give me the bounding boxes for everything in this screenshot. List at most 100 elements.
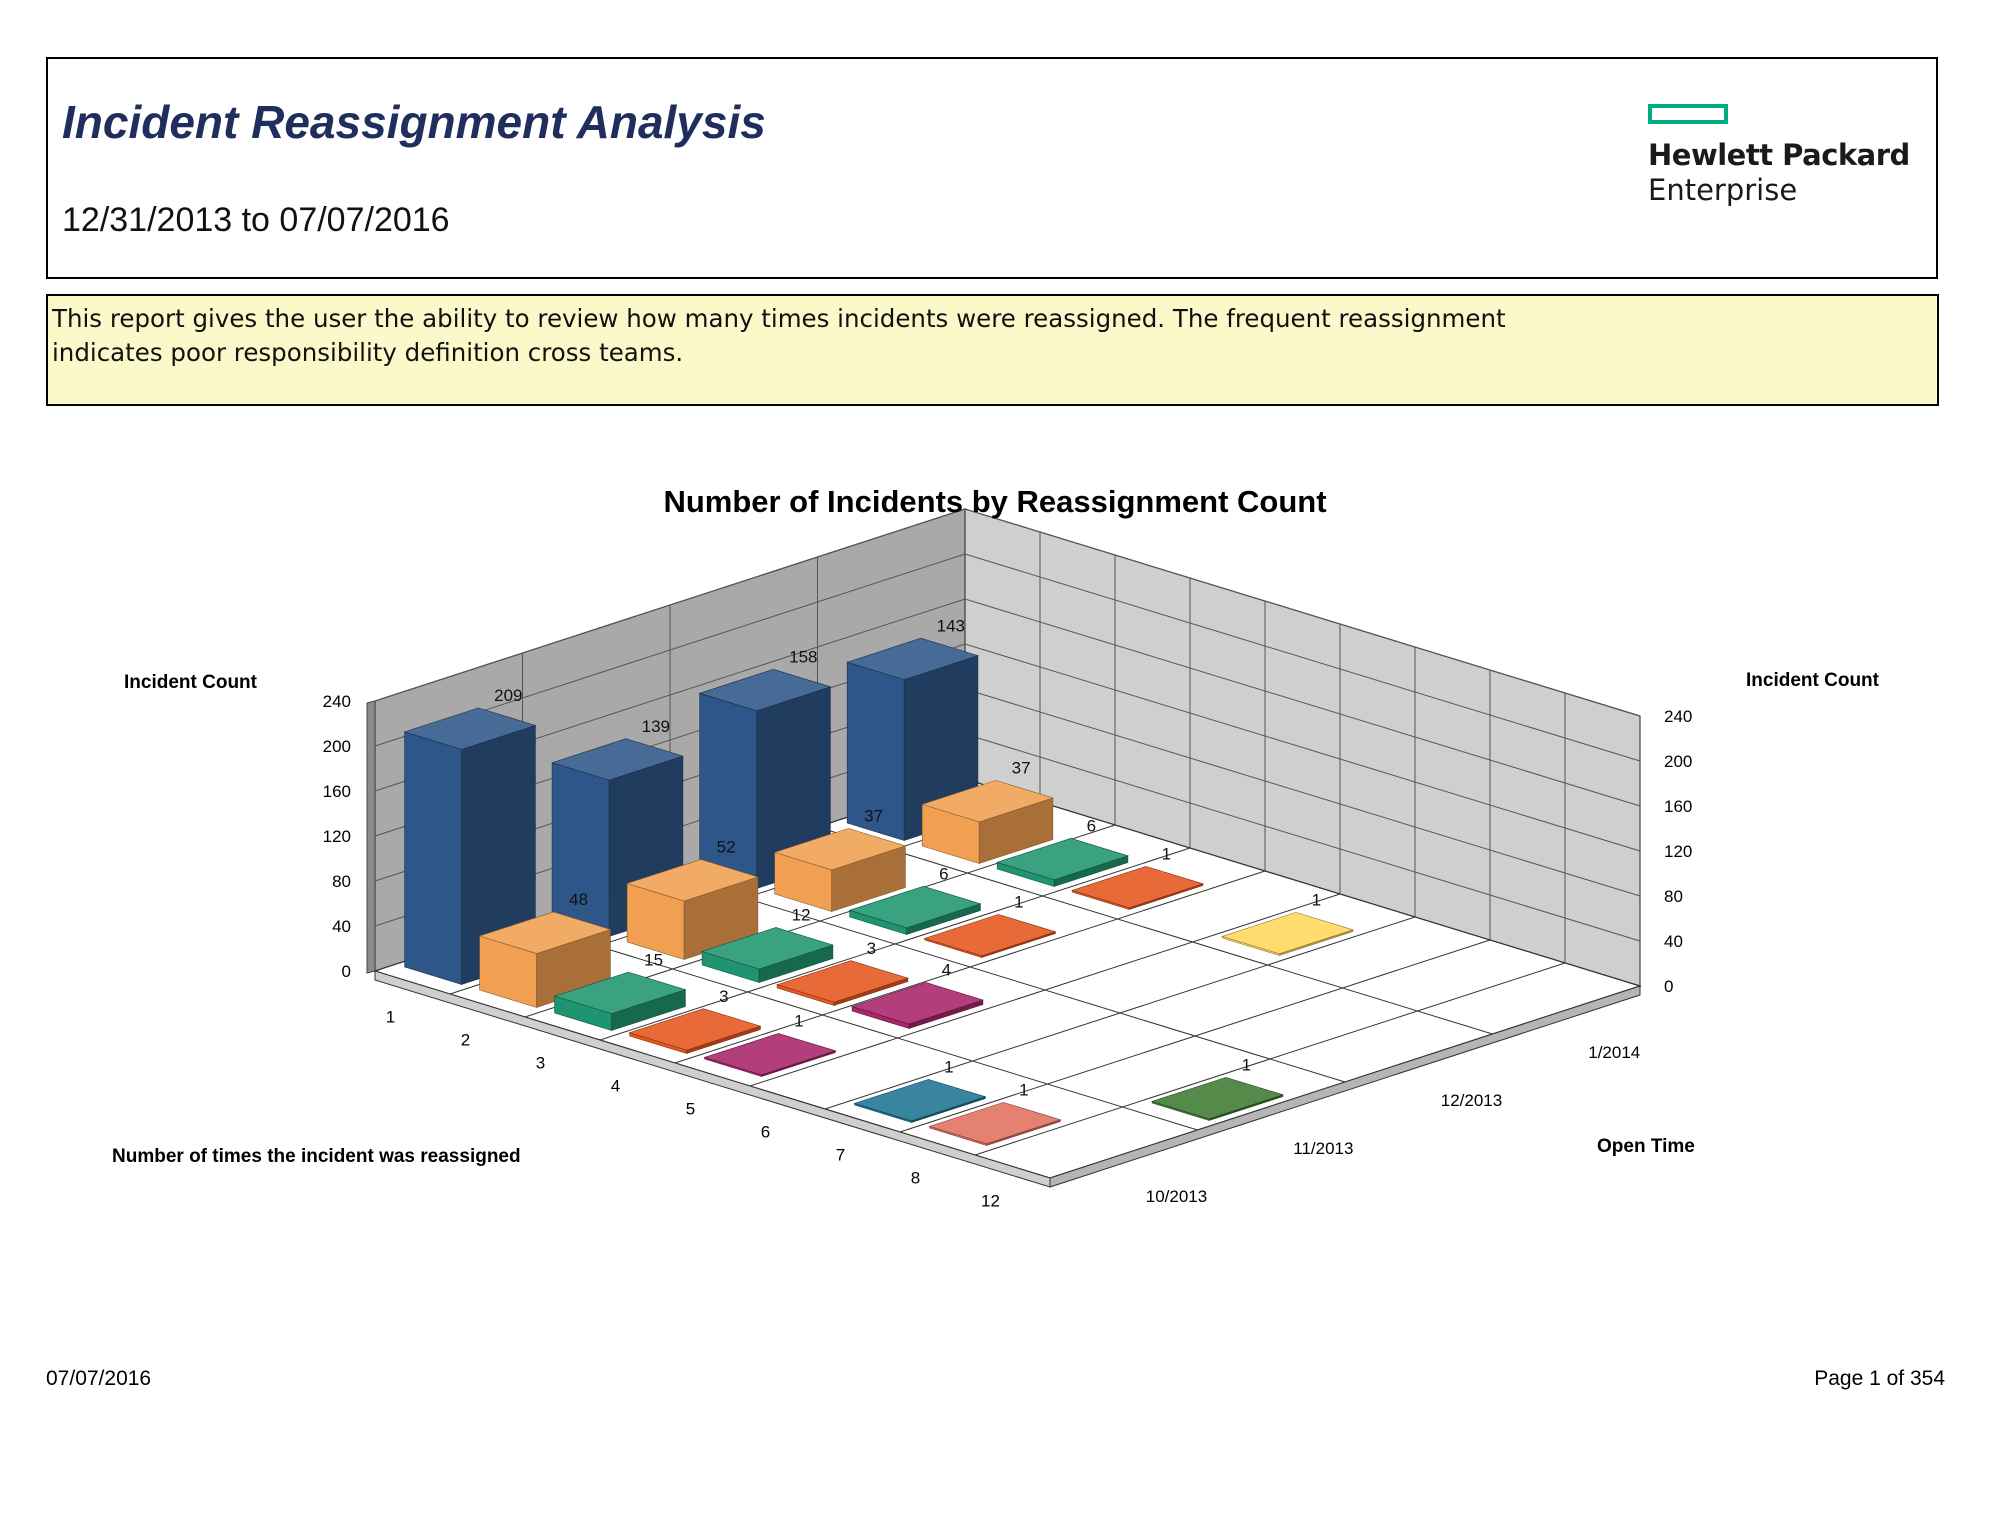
bar-12-11-2013 xyxy=(1151,1077,1284,1121)
bar-face-top xyxy=(551,738,684,781)
bar-face-top xyxy=(773,828,907,871)
bar-1-12-2013 xyxy=(698,668,832,889)
chart-titles: Number of Incidents by Reassignment Coun… xyxy=(112,484,1880,1167)
bar-face-top xyxy=(553,971,687,1014)
bar-value-label: 1 xyxy=(1312,891,1321,910)
bar-face-front xyxy=(699,692,758,889)
z-tick-label-right: 160 xyxy=(1664,797,1692,816)
chart-tick-labels: 0040408080120120160160200200240240123456… xyxy=(323,692,1693,1211)
bar-face-top xyxy=(1071,866,1204,909)
x-tick-label: 4 xyxy=(611,1077,620,1096)
bar-4-10-2013 xyxy=(628,1008,762,1054)
z-tick-label-left: 80 xyxy=(332,872,351,891)
bar-3-11-2013 xyxy=(701,927,834,983)
company-logo: Hewlett Packard Enterprise xyxy=(1648,104,1918,214)
bar-face-top xyxy=(853,1079,987,1122)
bar-value-label: 1 xyxy=(794,1012,803,1031)
bar-value-label: 37 xyxy=(1012,759,1031,778)
bar-2-11-2013 xyxy=(626,859,759,960)
z-axis-title-left: Incident Count xyxy=(124,672,258,693)
bar-value-label: 48 xyxy=(569,890,588,909)
bar-value-label: 143 xyxy=(937,616,965,635)
bar-7-10-2013 xyxy=(853,1079,987,1123)
z-tick-label-left: 160 xyxy=(323,782,351,801)
x-tick-label: 2 xyxy=(461,1031,470,1050)
bar-1-10-2013 xyxy=(403,707,537,985)
z-tick-label-right: 80 xyxy=(1664,887,1683,906)
bar-4-11-2013 xyxy=(776,960,909,1006)
logo-mark-icon xyxy=(1648,104,1728,124)
x-tick-label: 3 xyxy=(536,1054,545,1073)
z-tick-label-right: 0 xyxy=(1664,977,1673,996)
z-tick-label-right: 200 xyxy=(1664,752,1692,771)
bar-6-1-2014 xyxy=(1221,912,1354,956)
floor-gridline-y xyxy=(817,826,1493,1035)
bar-value-label: 209 xyxy=(494,686,522,705)
bar-face-top xyxy=(851,982,984,1025)
footer-page-number: Page 1 of 354 xyxy=(1814,1367,1945,1390)
bar-face-top xyxy=(1221,912,1354,955)
bar-value-label: 139 xyxy=(642,717,670,736)
bar-value-label: 1 xyxy=(1014,893,1023,912)
footer-date: 07/07/2016 xyxy=(46,1367,152,1390)
x-tick-label: 8 xyxy=(911,1169,920,1188)
bar-4-1-2014 xyxy=(1071,866,1204,910)
report-title: Incident Reassignment Analysis xyxy=(62,96,766,148)
z-axis-title-right: Incident Count xyxy=(1746,670,1880,691)
bar-face-top xyxy=(928,1102,1062,1145)
x-tick-label: 12 xyxy=(981,1192,1000,1211)
bar-3-10-2013 xyxy=(553,971,687,1031)
bar-value-label: 1 xyxy=(1162,845,1171,864)
bar-face-top xyxy=(1151,1077,1284,1120)
z-tick-label-left: 40 xyxy=(332,917,351,936)
y-tick-label: 1/2014 xyxy=(1588,1043,1640,1062)
z-tick-label-right: 120 xyxy=(1664,842,1692,861)
z-tick-label-right: 40 xyxy=(1664,932,1683,951)
bar-5-10-2013 xyxy=(703,1033,837,1077)
bar-value-label: 15 xyxy=(644,950,663,969)
bar-face-top xyxy=(923,914,1057,957)
bar-face-top xyxy=(996,837,1129,881)
bar-value-label: 158 xyxy=(789,647,817,666)
x-tick-label: 6 xyxy=(761,1123,770,1142)
y-axis-title: Open Time xyxy=(1597,1136,1695,1157)
bar-2-12-2013 xyxy=(773,828,907,912)
bar-face-top xyxy=(626,859,759,902)
bar-value-label: 6 xyxy=(939,864,948,883)
y-tick-label: 10/2013 xyxy=(1146,1187,1207,1206)
bar-face-top xyxy=(403,707,537,750)
report-description-box: This report gives the user the ability t… xyxy=(46,294,1939,406)
x-axis-title: Number of times the incident was reassig… xyxy=(112,1146,521,1167)
bar-face-top xyxy=(701,927,834,970)
floor-gridline-y xyxy=(522,922,1198,1131)
chart-title: Number of Incidents by Reassignment Coun… xyxy=(663,484,1326,519)
bar-face-top xyxy=(848,885,982,929)
bar-3-12-2013 xyxy=(848,885,982,935)
bar-5-11-2013 xyxy=(851,982,984,1029)
logo-wordmark-line2: Enterprise xyxy=(1648,173,1798,207)
bar-4-12-2013 xyxy=(923,914,1057,958)
x-tick-label: 7 xyxy=(836,1146,845,1165)
bar-2-1-2014 xyxy=(921,780,1054,864)
bar-face-top xyxy=(921,780,1054,823)
report-description: This report gives the user the ability t… xyxy=(52,304,1506,367)
bar-value-label: 3 xyxy=(719,987,728,1006)
bar-value-label: 4 xyxy=(942,961,951,980)
z-tick-label-left: 0 xyxy=(342,962,351,981)
left-wall-edge xyxy=(366,700,376,974)
logo-wordmark-line1: Hewlett Packard xyxy=(1648,138,1910,172)
z-tick-label-left: 120 xyxy=(323,827,351,846)
bar-face-front xyxy=(404,731,462,985)
bar-face-top xyxy=(698,668,832,712)
bar-value-label: 6 xyxy=(1087,816,1096,835)
y-tick-label: 11/2013 xyxy=(1293,1139,1353,1158)
x-tick-label: 5 xyxy=(686,1100,695,1119)
floor-edge-right xyxy=(1049,985,1641,1188)
bar-face-top xyxy=(703,1033,837,1076)
bar-face-top xyxy=(628,1008,762,1051)
z-tick-label-left: 240 xyxy=(323,692,351,711)
bar-value-label: 52 xyxy=(717,838,736,857)
bar-value-label: 12 xyxy=(792,906,811,925)
